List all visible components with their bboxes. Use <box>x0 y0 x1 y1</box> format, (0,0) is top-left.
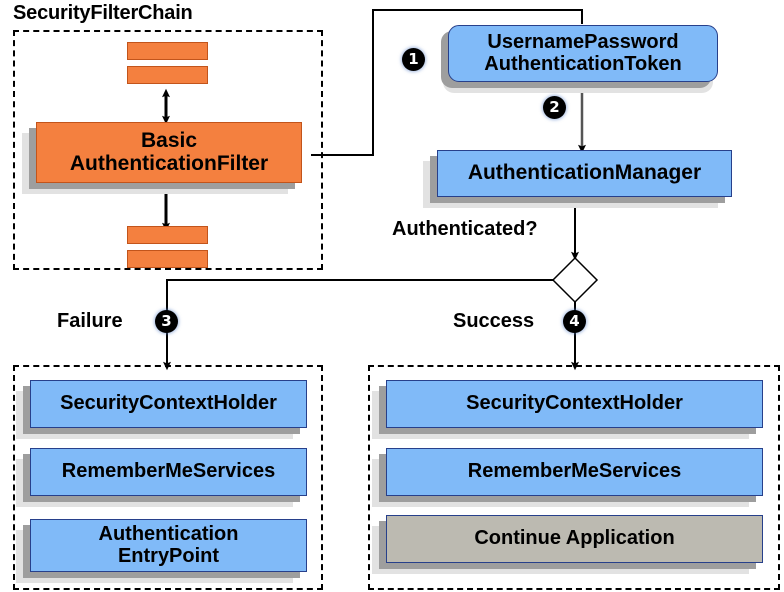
node-authentication-manager[interactable]: AuthenticationManager <box>437 150 732 197</box>
node-label-line1: UsernamePassword <box>487 31 679 54</box>
node-label-line1: Authentication <box>98 523 239 546</box>
node-label-line1: SecurityContextHolder <box>466 392 683 415</box>
node-failure-remember-me-services[interactable]: RememberMeServices <box>30 448 307 496</box>
node-label-line1: Basic <box>140 129 198 153</box>
step-badge-1: 1 <box>402 48 425 71</box>
node-label-line1: RememberMeServices <box>61 460 276 483</box>
filter-bar-top-2[interactable] <box>127 66 208 84</box>
node-basic-authentication-filter[interactable]: Basic AuthenticationFilter <box>36 122 302 183</box>
node-failure-authentication-entry-point[interactable]: Authentication EntryPoint <box>30 519 307 572</box>
filter-bar-bottom-1[interactable] <box>127 226 208 244</box>
step-badge-3: 3 <box>155 310 178 333</box>
panel-title-security-filter-chain: SecurityFilterChain <box>13 2 193 24</box>
node-success-remember-me-services[interactable]: RememberMeServices <box>386 448 763 496</box>
filter-bar-bottom-2[interactable] <box>127 250 208 268</box>
node-label-line2: AuthenticationFilter <box>69 151 269 175</box>
node-label-line2: AuthenticationToken <box>484 52 682 75</box>
node-success-security-context-holder[interactable]: SecurityContextHolder <box>386 380 763 428</box>
step-badge-2: 2 <box>543 96 566 119</box>
step-badge-4: 4 <box>563 310 586 333</box>
decision-diamond <box>551 256 599 304</box>
node-username-password-authentication-token[interactable]: UsernamePassword AuthenticationToken <box>448 25 718 82</box>
panel-security-filter-chain <box>13 30 323 270</box>
node-label-line1: AuthenticationManager <box>467 161 702 185</box>
node-label-line1: SecurityContextHolder <box>60 392 277 415</box>
panel-success <box>368 365 780 590</box>
node-label-line1: Continue Application <box>474 527 675 550</box>
label-authenticated-question: Authenticated? <box>392 218 538 240</box>
label-failure: Failure <box>57 310 123 332</box>
node-success-continue-application[interactable]: Continue Application <box>386 515 763 563</box>
filter-bar-top-1[interactable] <box>127 42 208 60</box>
node-label-line1: RememberMeServices <box>467 460 682 483</box>
label-success: Success <box>453 310 535 332</box>
node-label-line2: EntryPoint <box>117 544 220 567</box>
node-failure-security-context-holder[interactable]: SecurityContextHolder <box>30 380 307 428</box>
panel-failure <box>13 365 323 590</box>
